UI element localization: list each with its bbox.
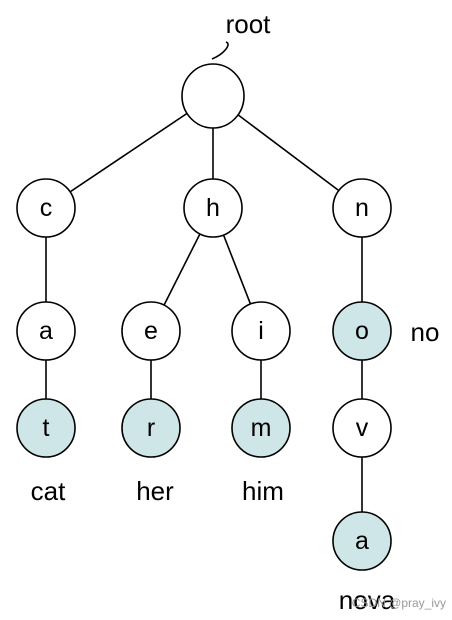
trie-node-cat: t bbox=[16, 398, 76, 458]
root-caption-group: root bbox=[211, 9, 272, 60]
node-circle-him bbox=[231, 398, 291, 458]
node-circle-her bbox=[121, 398, 181, 458]
node-letter-nov: v bbox=[356, 414, 369, 442]
node-circle-nova bbox=[332, 511, 392, 571]
node-circle-no bbox=[332, 301, 392, 361]
node-letter-no: o bbox=[355, 317, 369, 345]
node-letter-c: c bbox=[40, 194, 53, 222]
node-circle-h bbox=[183, 178, 243, 238]
node-letter-n: n bbox=[355, 194, 369, 222]
trie-node-nova: a bbox=[332, 511, 392, 571]
node-letter-hi: i bbox=[258, 317, 264, 345]
node-letter-her: r bbox=[147, 414, 155, 442]
node-letter-cat: t bbox=[43, 414, 50, 442]
trie-node-her: r bbox=[121, 398, 181, 458]
node-circle-cat bbox=[16, 398, 76, 458]
node-letter-him: m bbox=[251, 414, 272, 442]
node-circle-he bbox=[121, 301, 181, 361]
node-circle-root bbox=[181, 63, 245, 129]
node-circle-hi bbox=[231, 301, 291, 361]
trie-node-no: o bbox=[332, 301, 392, 361]
nodes-layer: c h n a e i o t r m v a bbox=[16, 63, 392, 571]
word-label-her: her bbox=[136, 476, 174, 506]
trie-node-n: n bbox=[332, 178, 392, 238]
root-caption: root bbox=[226, 9, 272, 39]
trie-node-nov: v bbox=[332, 398, 392, 458]
trie-node-ca: a bbox=[16, 301, 76, 361]
trie-node-hi: i bbox=[231, 301, 291, 361]
watermark: CSDN @pray_ivy bbox=[352, 596, 446, 610]
trie-node-c: c bbox=[16, 178, 76, 238]
root-pointer-curve bbox=[211, 41, 229, 60]
node-letter-h: h bbox=[206, 194, 220, 222]
node-letter-nova: a bbox=[355, 527, 369, 555]
word-label-cat: cat bbox=[31, 476, 66, 506]
node-circle-ca bbox=[16, 301, 76, 361]
edge-root-c bbox=[45, 95, 214, 209]
word-labels-layer: cat her him no nova bbox=[31, 317, 440, 615]
word-label-no: no bbox=[411, 317, 440, 347]
trie-node-h: h bbox=[183, 178, 243, 238]
node-letter-ca: a bbox=[39, 317, 53, 345]
word-label-him: him bbox=[242, 476, 284, 506]
trie-node-him: m bbox=[231, 398, 291, 458]
trie-node-root bbox=[181, 63, 245, 129]
node-circle-n bbox=[332, 178, 392, 238]
node-circle-c bbox=[16, 178, 76, 238]
node-letter-he: e bbox=[144, 317, 158, 345]
trie-node-he: e bbox=[121, 301, 181, 361]
edges-layer bbox=[45, 95, 363, 541]
node-circle-nov bbox=[332, 398, 392, 458]
word-label-nova: nova bbox=[339, 585, 396, 615]
